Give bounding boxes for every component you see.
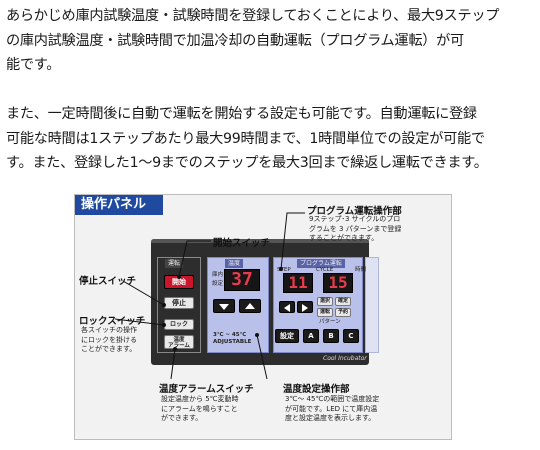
brand-label: Cool Incubator	[323, 355, 367, 362]
callout-desc-line: が可能です。LED にて庫内温	[285, 404, 378, 413]
callout-desc-line: 9ステップ･3 サイクルのプロ	[309, 215, 401, 223]
callout-lock-desc: 各スイッチの操作 にロックを掛ける ことができます。	[81, 326, 137, 355]
setting-button[interactable]: 設定	[275, 329, 299, 343]
program-select-button[interactable]: 選択	[317, 297, 333, 306]
program-confirm-button[interactable]: 確定	[335, 297, 351, 306]
callout-program-op: プログラム運転操作部	[307, 206, 402, 217]
temperature-display: 37	[224, 269, 260, 291]
temp-adjustable-text: ADJUSTABLE	[213, 339, 252, 345]
control-panel-figure: 操作パネル 運転 温度 プログラム運転 開始 停止 ロック 温度 アラーム 庫内…	[74, 194, 452, 440]
set-temp-label: 設定	[212, 281, 224, 287]
program-section-label: プログラム運転	[297, 259, 345, 268]
paragraph-line: の庫内試験温度・試験時間で加温冷却の自動運転（プログラム運転）が可	[6, 32, 464, 49]
stop-button[interactable]: 停止	[164, 297, 194, 309]
time-label: 時間	[355, 267, 367, 273]
pattern-c-button[interactable]: C	[343, 329, 359, 343]
callout-desc-line: 3℃～ 45℃の範囲で温度設定	[285, 395, 380, 403]
callout-program-desc: 9ステップ･3 サイクルのプロ グラムを 3 パターンまで登録 することができま…	[309, 215, 401, 244]
callout-desc-line: 各スイッチの操作	[81, 326, 137, 334]
temperature-section-label: 温度	[225, 259, 244, 268]
callout-desc-line: にロックを掛ける	[81, 335, 137, 344]
program-right-button[interactable]	[297, 301, 313, 313]
callout-start-switch: 開始スイッチ	[213, 238, 271, 249]
paragraph-line: す。また、登録した1～9までのステップを最大3回まで繰返し運転できます。	[6, 155, 488, 171]
callout-lines	[114, 212, 305, 380]
triangle-up-icon	[245, 303, 255, 309]
callout-temp-set: 温度設定操作部	[283, 384, 350, 395]
panel-extension	[365, 257, 379, 353]
device-top-stripe	[151, 239, 369, 243]
pattern-b-button[interactable]: B	[323, 329, 339, 343]
paragraph-line: 能です。	[6, 57, 61, 73]
program-run-button[interactable]: 運転	[317, 308, 333, 317]
triangle-down-icon	[219, 304, 229, 310]
step-label: STEP	[277, 267, 291, 273]
cycle-label: CYCLE	[316, 267, 334, 273]
triangle-left-icon	[284, 304, 290, 312]
paragraph-line: あらかじめ庫内試験温度・試験時間を登録しておくことにより、最大9ステップ	[6, 8, 500, 24]
temp-alarm-button-label: 温度 アラーム	[168, 337, 190, 349]
pattern-label: パターン	[319, 319, 341, 325]
inner-temp-label: 庫内	[212, 272, 224, 278]
triangle-right-icon	[302, 304, 308, 312]
callout-desc-line: ができます。	[161, 414, 203, 422]
callout-temp-set-desc: 3℃～ 45℃の範囲で温度設定 が可能です。LED にて庫内温 度と設定温度を表…	[285, 395, 379, 424]
temp-up-button[interactable]	[239, 299, 261, 313]
program-display-right: 15	[323, 273, 353, 293]
callout-desc-line: グラムを 3 パターンまで登録	[309, 224, 402, 233]
callout-desc-line: ことができます。	[81, 345, 137, 353]
callout-temp-alarm: 温度アラームスイッチ	[159, 384, 254, 395]
operation-section-label: 運転	[165, 259, 184, 268]
temp-range-text: 3℃ ~ 45℃	[213, 332, 247, 338]
callout-desc-line: することができます。	[309, 234, 379, 242]
paragraph-line: また、一定時間後に自動で運転を開始する設定も可能です。自動運転に登録	[6, 106, 477, 122]
program-display-left: 11	[283, 273, 313, 293]
callout-stop-switch: 停止スイッチ	[79, 276, 137, 287]
temp-down-button[interactable]	[213, 299, 235, 313]
program-reserve-button[interactable]: 予約	[335, 308, 351, 317]
paragraph-program-operation: あらかじめ庫内試験温度・試験時間を登録しておくことにより、最大9ステップ の庫内…	[6, 4, 536, 78]
callout-desc-line: 度と設定温度を表示します。	[285, 414, 376, 422]
callout-temp-alarm-desc: 設定温度から 5℃変動時 にアラームを鳴らすこと ができます。	[161, 395, 239, 424]
callout-lock-switch: ロックスイッチ	[79, 316, 146, 327]
callout-desc-line: 設定温度から 5℃変動時	[161, 395, 239, 403]
temp-alarm-button[interactable]: 温度 アラーム	[164, 335, 194, 349]
figure-title: 操作パネル	[75, 195, 163, 215]
program-left-button[interactable]	[279, 301, 295, 313]
paragraph-line: 可能な時間は1ステップあたり最大99時間まで、1時間単位での設定が可能で	[6, 130, 485, 147]
callout-desc-line: にアラームを鳴らすこと	[161, 404, 238, 413]
operation-section	[157, 257, 201, 353]
paragraph-timer-operation: また、一定時間後に自動で運転を開始する設定も可能です。自動運転に登録 可能な時間…	[6, 102, 536, 176]
pattern-a-button[interactable]: A	[303, 329, 319, 343]
